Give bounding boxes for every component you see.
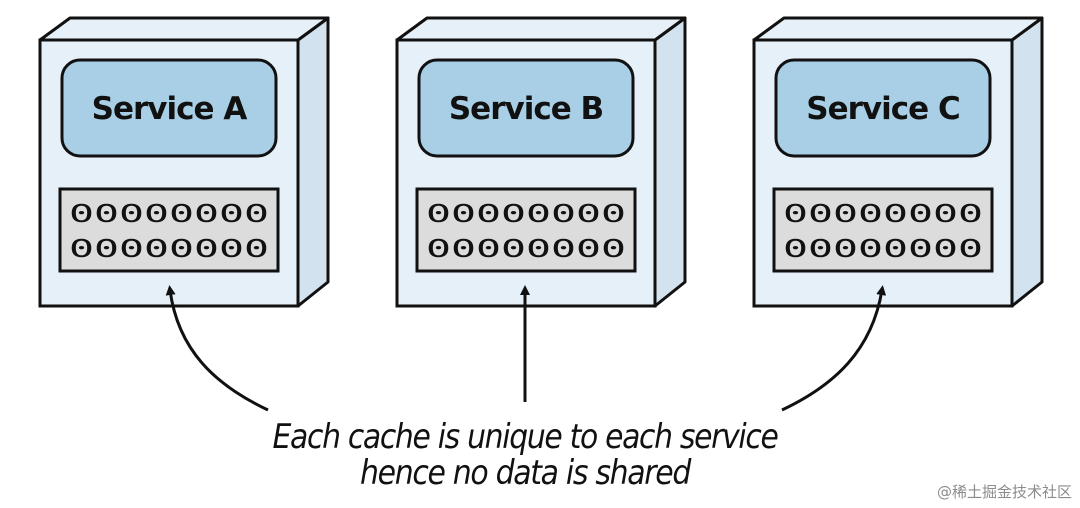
cache-row: 00000000 bbox=[783, 234, 983, 263]
cache-row: 00000000 bbox=[783, 199, 983, 228]
service-box-b: Service B 00000000 00000000 bbox=[395, 16, 687, 308]
service-box-side bbox=[296, 16, 330, 308]
service-label-box bbox=[60, 58, 278, 158]
service-box-top bbox=[752, 16, 1044, 42]
service-box-a: Service A 00000000 00000000 bbox=[38, 16, 330, 308]
service-box-top bbox=[395, 16, 687, 42]
service-label: Service A bbox=[92, 91, 248, 127]
cache-row: 00000000 bbox=[426, 199, 626, 228]
cache-row: 00000000 bbox=[69, 199, 269, 228]
watermark-text: @稀土掘金技术社区 bbox=[936, 483, 1072, 501]
caption-line-1: Each cache is unique to each service bbox=[273, 417, 779, 457]
service-box-side bbox=[653, 16, 687, 308]
service-label-box bbox=[774, 58, 992, 158]
service-box-side bbox=[1010, 16, 1044, 308]
service-box-top bbox=[38, 16, 330, 42]
service-label-box bbox=[417, 58, 635, 158]
service-box-c: Service C 00000000 00000000 bbox=[752, 16, 1044, 308]
cache-row: 00000000 bbox=[69, 234, 269, 263]
arrow-to-cache-c bbox=[781, 285, 887, 412]
caption-line-2: hence no data is shared bbox=[360, 453, 692, 493]
cache-block bbox=[58, 187, 280, 273]
service-label: Service C bbox=[806, 91, 959, 127]
cache-row: 00000000 bbox=[426, 234, 626, 263]
arrow-to-cache-a bbox=[165, 285, 269, 412]
cache-block bbox=[415, 187, 637, 273]
service-label: Service B bbox=[449, 91, 603, 127]
cache-block bbox=[772, 187, 994, 273]
